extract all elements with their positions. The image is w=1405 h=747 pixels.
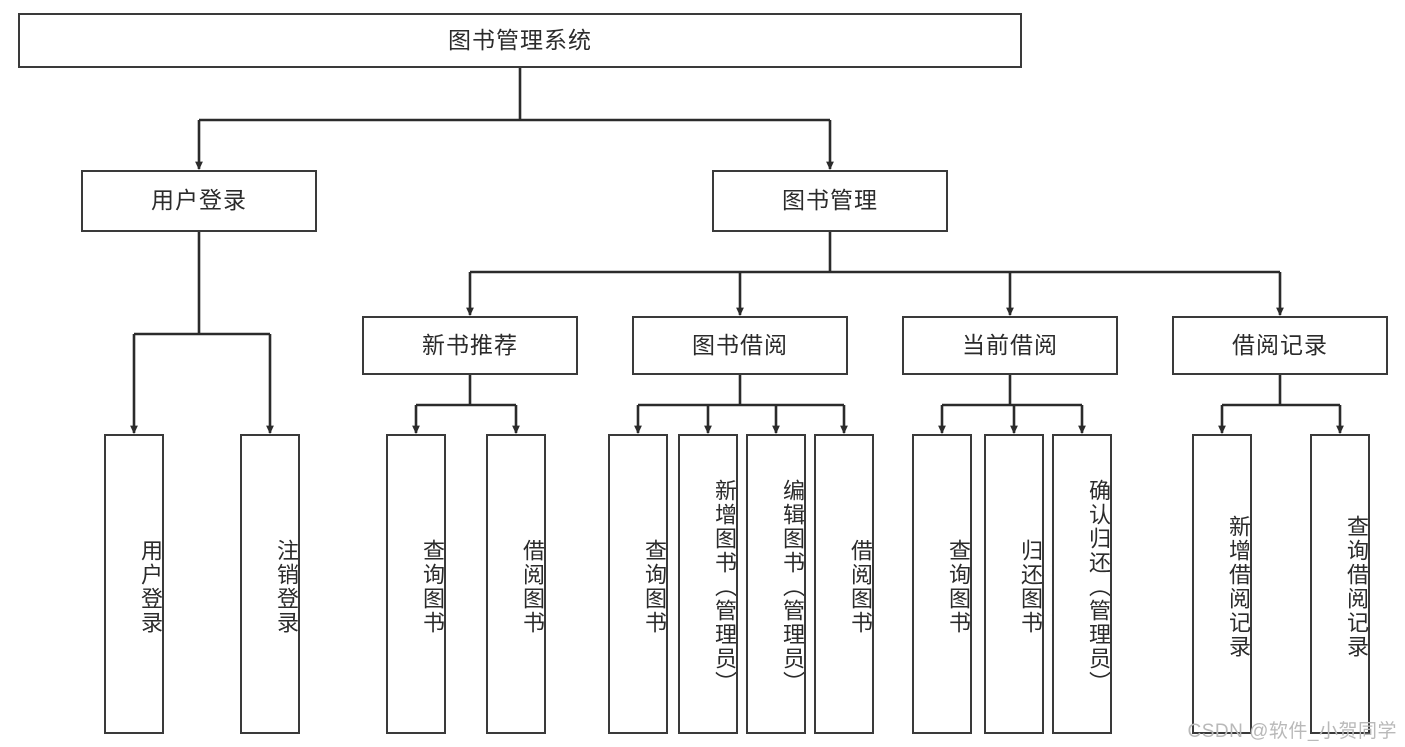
node-l3_a2: 注销登录 <box>240 434 300 734</box>
node-label: 归还图书 <box>1018 539 1043 635</box>
node-label: 新增图书（管理员） <box>712 479 737 695</box>
node-l1_login: 用户登录 <box>81 170 317 232</box>
node-l3_b1: 查询图书 <box>386 434 446 734</box>
node-l2_record: 借阅记录 <box>1172 316 1388 375</box>
node-label: 图书管理 <box>782 187 878 214</box>
node-l2_borrow: 图书借阅 <box>632 316 848 375</box>
node-label: 新书推荐 <box>422 331 518 358</box>
node-l3_c3: 编辑图书（管理员） <box>746 434 806 734</box>
node-root: 图书管理系统 <box>18 13 1022 68</box>
watermark-text: CSDN @软件_小贺同学 <box>1187 721 1397 742</box>
node-l3_d2: 归还图书 <box>984 434 1044 734</box>
node-label: 查询借阅记录 <box>1344 515 1369 659</box>
node-label: 查询图书 <box>642 539 667 635</box>
node-label: 当前借阅 <box>962 331 1058 358</box>
node-l3_e2: 查询借阅记录 <box>1310 434 1370 734</box>
node-label: 借阅记录 <box>1232 331 1328 358</box>
node-l3_c1: 查询图书 <box>608 434 668 734</box>
node-label: 用户登录 <box>151 187 247 214</box>
node-l3_a1: 用户登录 <box>104 434 164 734</box>
node-label: 确认归还（管理员） <box>1086 479 1111 695</box>
node-l3_d1: 查询图书 <box>912 434 972 734</box>
node-l2_newbook: 新书推荐 <box>362 316 578 375</box>
node-label: 借阅图书 <box>520 539 545 635</box>
node-label: 编辑图书（管理员） <box>780 479 805 695</box>
node-label: 用户登录 <box>138 539 163 635</box>
node-label: 图书借阅 <box>692 331 788 358</box>
node-l3_c4: 借阅图书 <box>814 434 874 734</box>
node-label: 借阅图书 <box>848 539 873 635</box>
node-l3_c2: 新增图书（管理员） <box>678 434 738 734</box>
node-l3_e1: 新增借阅记录 <box>1192 434 1252 734</box>
node-label: 查询图书 <box>946 539 971 635</box>
node-label: 新增借阅记录 <box>1226 515 1251 659</box>
node-label: 查询图书 <box>420 539 445 635</box>
node-label: 注销登录 <box>274 539 299 635</box>
node-label: 图书管理系统 <box>448 26 592 53</box>
node-l3_d3: 确认归还（管理员） <box>1052 434 1112 734</box>
node-l2_current: 当前借阅 <box>902 316 1118 375</box>
node-l1_bookmgr: 图书管理 <box>712 170 948 232</box>
node-l3_b2: 借阅图书 <box>486 434 546 734</box>
